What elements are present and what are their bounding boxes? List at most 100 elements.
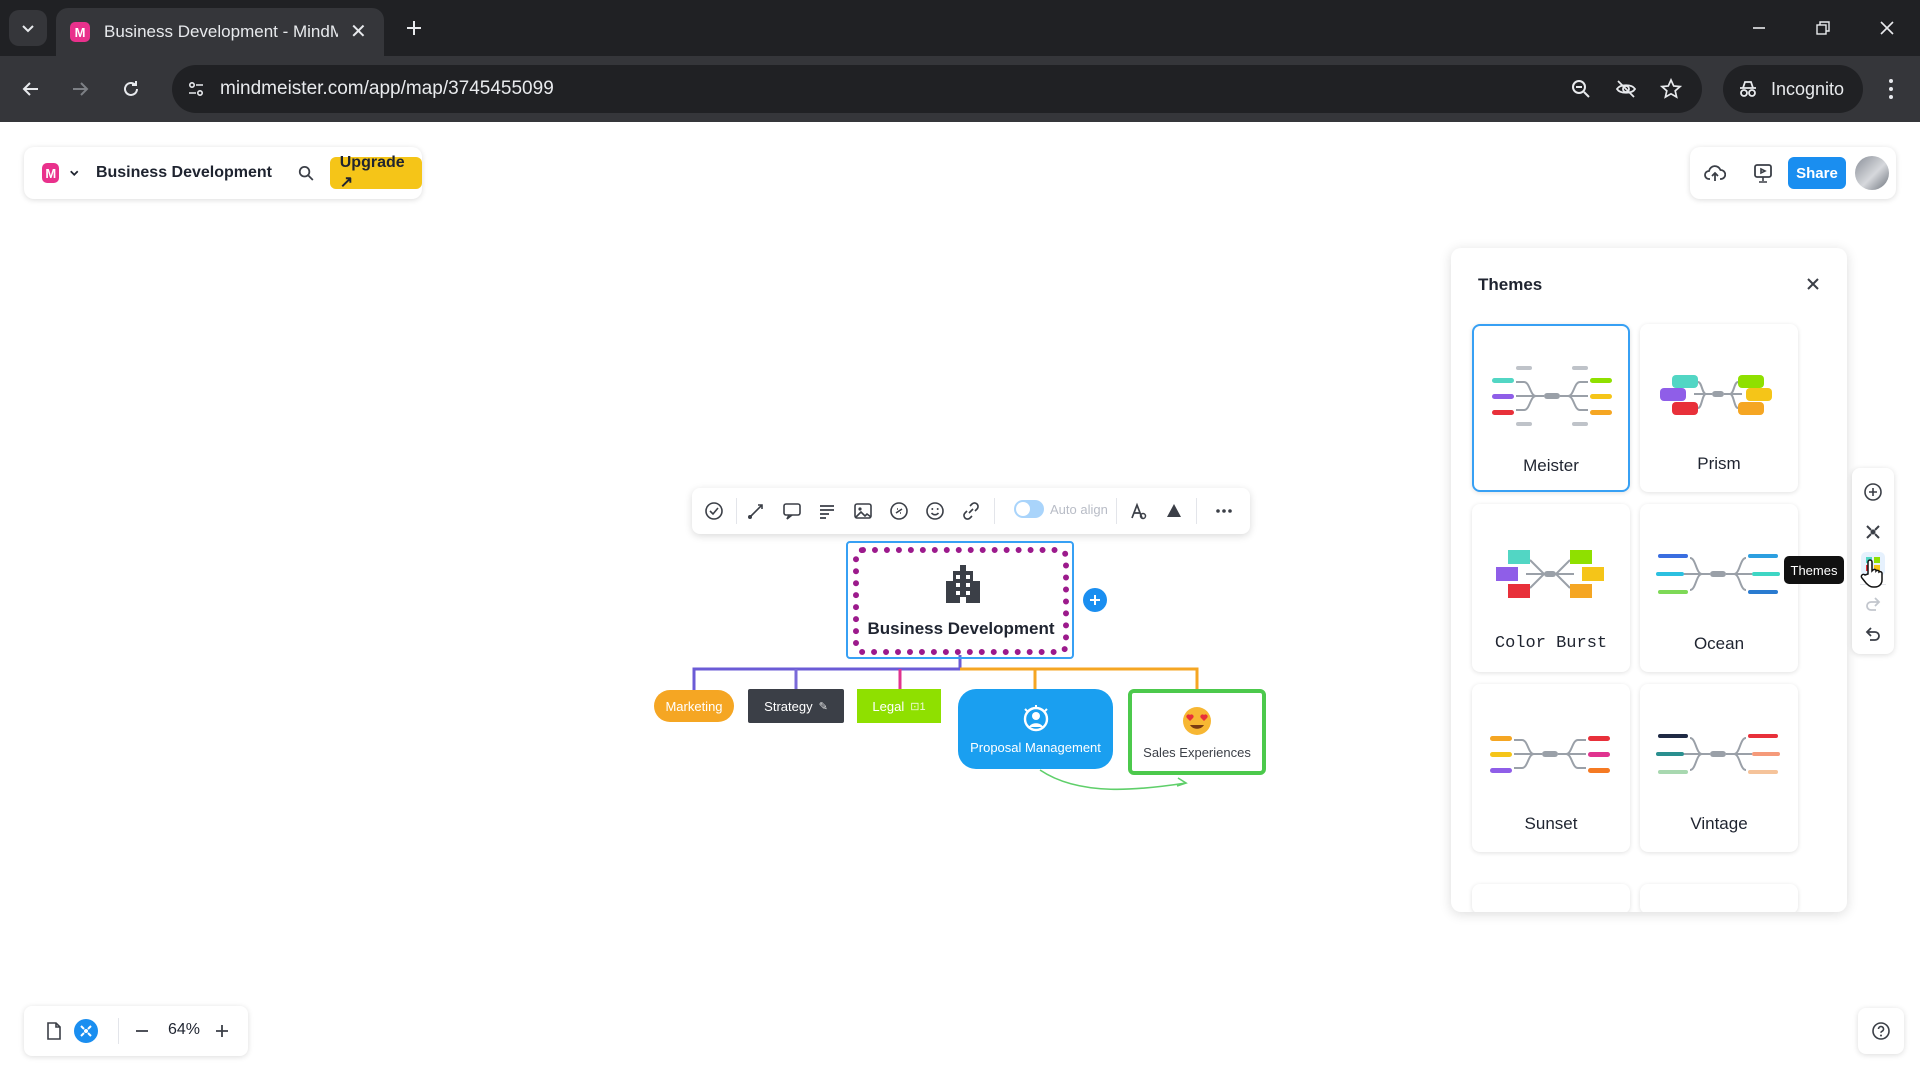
mindmeister-logo-icon[interactable]: M xyxy=(42,163,60,183)
notes-icon[interactable] xyxy=(815,499,839,523)
theme-card-partial[interactable] xyxy=(1472,884,1630,912)
plus-icon xyxy=(1090,595,1100,605)
mindmap-view-icon[interactable] xyxy=(74,1019,98,1043)
avatar[interactable] xyxy=(1855,156,1889,190)
zoom-in-icon[interactable] xyxy=(210,1019,234,1043)
reload-button[interactable] xyxy=(114,72,148,106)
node-legal[interactable]: Legal ⊡1 xyxy=(857,689,941,723)
arrow-left-icon xyxy=(22,82,38,96)
close-icon[interactable] xyxy=(1801,272,1825,296)
hand-cursor-icon xyxy=(1860,559,1883,588)
node-proposal-management[interactable]: Proposal Management xyxy=(958,689,1113,769)
zoom-controls: 64% xyxy=(24,1006,248,1056)
auto-align-toggle[interactable]: Auto align xyxy=(1014,500,1108,518)
comment-icon[interactable] xyxy=(780,499,804,523)
theme-preview-icon xyxy=(1660,375,1772,415)
theme-card-sunset[interactable]: Sunset xyxy=(1472,684,1630,852)
browser-menu-button[interactable] xyxy=(1876,72,1906,106)
toolbar-divider xyxy=(1116,498,1117,524)
new-tab-button[interactable] xyxy=(398,12,430,44)
tab-close-icon[interactable]: ✕ xyxy=(350,21,367,43)
browser-tab-strip: M Business Development - MindM ✕ xyxy=(0,0,1920,56)
chevron-down-icon[interactable] xyxy=(69,167,79,179)
undo-icon[interactable] xyxy=(1861,622,1885,646)
tab-title: Business Development - MindM xyxy=(104,22,338,41)
arrow-right-icon xyxy=(73,82,89,96)
theme-card-ocean[interactable]: Ocean xyxy=(1640,504,1798,672)
add-circle-icon[interactable] xyxy=(1861,480,1885,504)
zoom-icon[interactable] xyxy=(1568,76,1594,102)
outline-view-icon[interactable] xyxy=(42,1019,66,1043)
close-window-button[interactable] xyxy=(1872,14,1902,42)
browser-toolbar: mindmeister.com/app/map/3745455099 Incog… xyxy=(0,56,1920,122)
redo-icon[interactable] xyxy=(1861,592,1885,616)
cloud-upload-icon[interactable] xyxy=(1702,160,1728,186)
theme-card-prism[interactable]: Prism xyxy=(1640,324,1798,492)
help-icon xyxy=(1872,1022,1890,1040)
presentation-icon[interactable] xyxy=(1750,160,1776,186)
address-bar[interactable]: mindmeister.com/app/map/3745455099 xyxy=(172,65,1702,113)
minimize-button[interactable] xyxy=(1744,14,1774,42)
image-icon[interactable] xyxy=(851,499,875,523)
node-strategy[interactable]: Strategy ✎ xyxy=(748,689,844,723)
node-label: Sales Experiences xyxy=(1143,744,1251,760)
toolbar-divider xyxy=(1196,498,1197,524)
incognito-badge[interactable]: Incognito xyxy=(1723,65,1863,113)
theme-name: Ocean xyxy=(1693,634,1745,653)
emoji-icon[interactable] xyxy=(923,499,947,523)
theme-name: Prism xyxy=(1697,454,1741,473)
embed-link-icon[interactable] xyxy=(887,499,911,523)
add-node-button[interactable] xyxy=(1083,588,1107,612)
help-button[interactable] xyxy=(1858,1008,1904,1054)
eye-off-icon[interactable] xyxy=(1613,76,1639,102)
theme-name: Meister xyxy=(1523,456,1579,475)
link-icon[interactable] xyxy=(959,499,983,523)
browser-tab[interactable]: M Business Development - MindM ✕ xyxy=(56,8,384,56)
themes-tooltip: Themes xyxy=(1784,556,1844,584)
style-icon[interactable] xyxy=(1126,499,1150,523)
map-layout-icon[interactable] xyxy=(1861,520,1885,544)
check-circle-icon[interactable] xyxy=(702,499,726,523)
node-sales-experiences[interactable]: Sales Experiences xyxy=(1128,689,1266,775)
toggle-switch[interactable] xyxy=(1014,500,1044,518)
right-tool-rail xyxy=(1852,468,1894,654)
theme-card-vintage[interactable]: Vintage xyxy=(1640,684,1798,852)
theme-card-partial[interactable] xyxy=(1640,884,1798,912)
node-label: Proposal Management xyxy=(970,739,1101,755)
map-header: M Business Development Upgrade ↗ xyxy=(24,147,422,199)
forward-button[interactable] xyxy=(63,72,97,106)
upgrade-button[interactable]: Upgrade ↗ xyxy=(329,154,422,191)
incognito-icon xyxy=(1740,81,1756,97)
theme-card-meister[interactable]: Meister xyxy=(1472,324,1630,492)
theme-card-color-burst[interactable]: Color Burst xyxy=(1472,504,1630,672)
restore-button[interactable] xyxy=(1808,14,1838,42)
heart-eyes-emoji-icon xyxy=(1183,706,1211,735)
theme-name: Sunset xyxy=(1524,814,1578,833)
map-title[interactable]: Business Development xyxy=(95,164,273,181)
theme-preview-icon xyxy=(1656,554,1780,594)
tab-search-button[interactable] xyxy=(9,10,47,46)
building-icon xyxy=(946,565,980,603)
root-node-label: Business Development xyxy=(867,619,1055,638)
toolbar-divider xyxy=(994,498,995,524)
more-icon[interactable] xyxy=(1212,499,1236,523)
selection-frame xyxy=(846,541,1074,659)
node-marketing[interactable]: Marketing xyxy=(654,690,734,722)
incognito-label: Incognito xyxy=(1771,78,1845,99)
search-icon[interactable] xyxy=(298,164,314,182)
root-node[interactable]: Business Development xyxy=(853,547,1069,655)
theme-preview-icon xyxy=(1490,736,1610,773)
zoom-out-icon[interactable] xyxy=(130,1019,154,1043)
theme-preview-icon xyxy=(1496,550,1604,598)
comment-count-icon: ⊡1 xyxy=(910,700,926,713)
star-icon[interactable] xyxy=(1658,76,1684,102)
node-label: Strategy xyxy=(764,698,813,714)
connect-icon[interactable] xyxy=(744,499,768,523)
node-label: Legal xyxy=(872,698,905,714)
color-icon[interactable] xyxy=(1162,499,1186,523)
share-button[interactable]: Share xyxy=(1788,157,1846,189)
site-settings-icon[interactable] xyxy=(180,73,212,105)
back-button[interactable] xyxy=(14,72,48,106)
url-text: mindmeister.com/app/map/3745455099 xyxy=(220,78,554,99)
kebab-menu-icon xyxy=(1889,79,1893,99)
